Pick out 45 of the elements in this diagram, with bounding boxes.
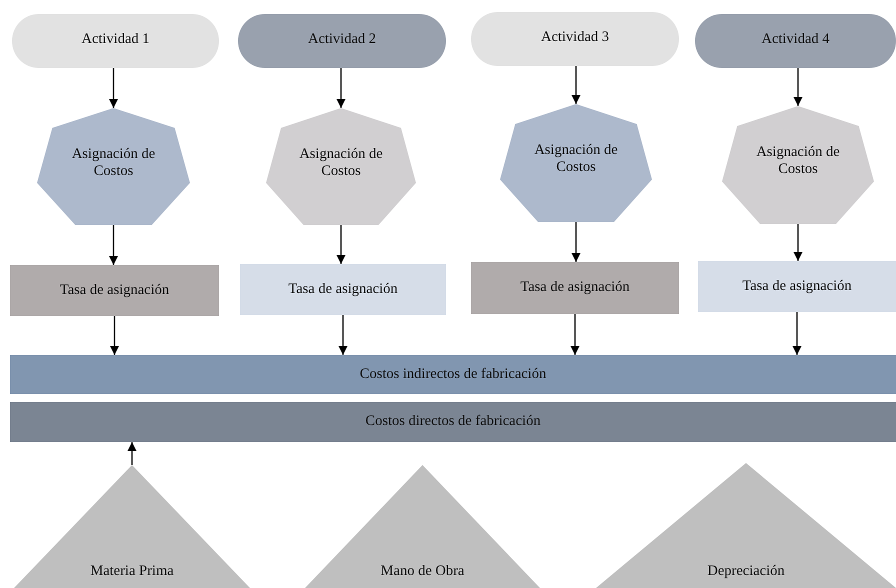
arrow (570, 314, 580, 355)
process-box (698, 261, 896, 312)
process-box (471, 262, 679, 314)
arrow (110, 316, 119, 355)
node-label: Actividad 4 (761, 31, 830, 48)
node-label: Asignación de Costos (298, 146, 384, 181)
node-label: Costos indirectos de fabricación (360, 366, 546, 384)
heptagon-shape (266, 108, 416, 225)
activity-pill (238, 14, 446, 68)
process-box (10, 402, 896, 442)
node-label: Tasa de asignación (742, 278, 852, 296)
arrow (336, 225, 346, 264)
node-label: Depreciación (707, 562, 785, 580)
node-label: Tasa de asignación (60, 282, 170, 300)
node-label: Tasa de asignación (288, 280, 398, 298)
arrow (338, 315, 348, 355)
node-label: Actividad 3 (540, 29, 610, 46)
arrow (794, 224, 802, 261)
activity-pill (695, 14, 896, 68)
arrow (128, 442, 136, 465)
node-label: Asignación de Costos (533, 142, 619, 177)
arrow (792, 312, 802, 355)
triangle-shape (596, 463, 896, 588)
node-label: Actividad 2 (308, 31, 376, 48)
heptagon-shape (37, 108, 190, 225)
node-label: Asignación de Costos (755, 144, 841, 179)
process-box (240, 264, 446, 315)
arrow (109, 68, 118, 108)
triangle-shape (305, 465, 540, 588)
process-box (10, 265, 219, 316)
node-label: Tasa de asignación (520, 279, 630, 297)
arrow (572, 222, 580, 262)
node-label: Mano de Obra (380, 562, 464, 580)
arrow (572, 66, 580, 104)
node-label: Materia Prima (90, 562, 174, 580)
node-label: Costos directos de fabricación (365, 413, 541, 431)
arrow (109, 225, 118, 265)
process-box (10, 355, 896, 394)
arrow (336, 68, 346, 108)
triangle-shape (14, 465, 250, 588)
node-label: Asignación de Costos (70, 146, 156, 181)
arrow (794, 68, 802, 106)
heptagon-shape (500, 104, 652, 222)
heptagon-shape (722, 106, 874, 224)
node-label: Actividad 1 (81, 31, 150, 48)
